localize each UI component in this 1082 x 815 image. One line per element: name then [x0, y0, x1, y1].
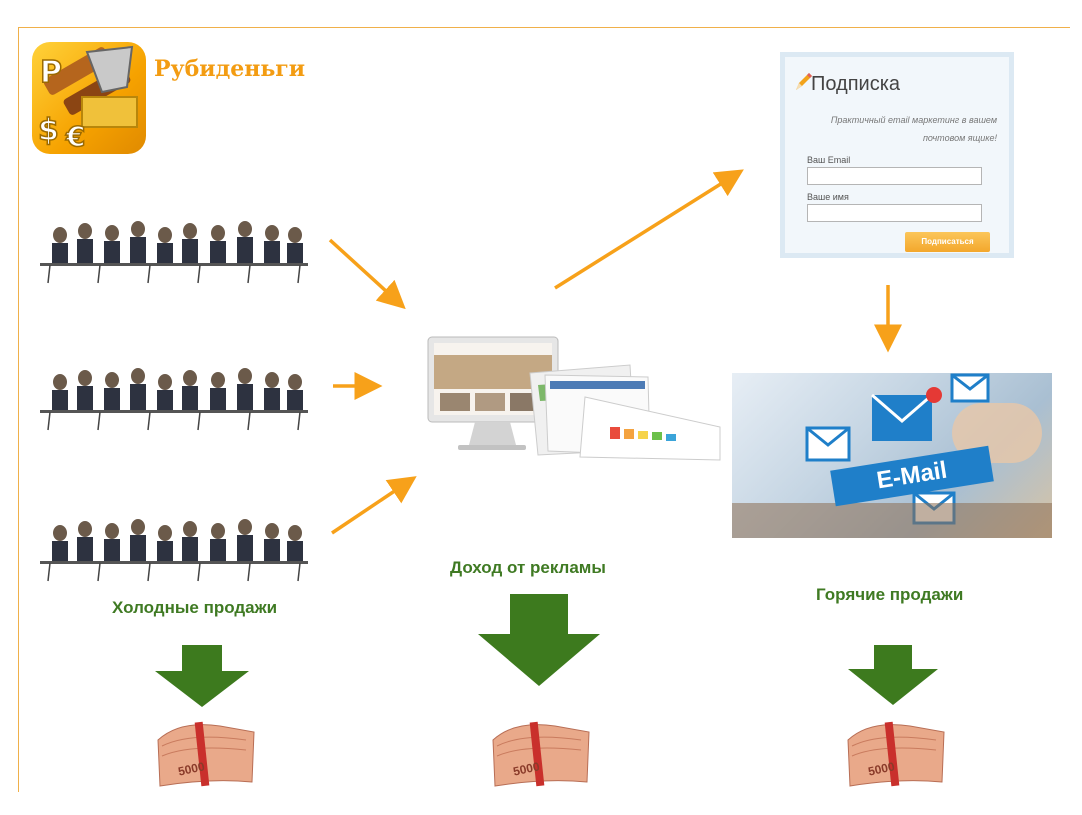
subscribe-form-card: Подписка Практичный email маркетинг в ва… — [780, 52, 1014, 258]
email-illustration: E-Mail — [732, 373, 1052, 538]
money-bundle-1: 5000 — [150, 712, 260, 792]
name-field-label: Ваше имя — [807, 192, 849, 202]
axe-money-icon: P $ € — [37, 45, 138, 154]
email-field[interactable] — [807, 167, 982, 185]
money-bundle-2: 5000 — [485, 712, 595, 792]
crowd-image-1 — [40, 221, 308, 284]
app-logo: P $ € — [32, 42, 146, 154]
crowd-image-2 — [40, 368, 308, 431]
subscribe-button[interactable]: Подписаться — [905, 232, 990, 252]
money-bundle-3: 5000 — [840, 712, 950, 792]
green-down-arrow-1 — [155, 645, 249, 707]
name-field[interactable] — [807, 204, 982, 222]
cash-stack-icon — [157, 721, 255, 787]
svg-text:€: € — [65, 120, 85, 153]
email-envelopes-icon — [732, 373, 1052, 538]
frame-left-border — [18, 27, 19, 792]
green-down-arrow-3 — [848, 645, 938, 705]
label-hot-sales: Горячие продажи — [816, 585, 964, 604]
label-ad-income: Доход от рекламы — [450, 558, 606, 577]
crowd-image-3 — [40, 519, 308, 582]
label-cold-sales: Холодные продажи — [112, 598, 278, 617]
email-field-label: Ваш Email — [807, 155, 851, 165]
subscribe-description-line-1: Практичный email маркетинг в вашем — [830, 115, 997, 125]
frame-top-border — [18, 27, 1070, 28]
cash-stack-icon — [492, 721, 590, 787]
cash-stack-icon — [847, 721, 945, 787]
green-down-arrow-2 — [478, 594, 600, 686]
arrow-crowd3-to-site — [331, 476, 417, 535]
pencil-icon — [796, 73, 812, 90]
arrow-site-to-subscribe — [554, 169, 744, 290]
subscribe-description: Практичный email маркетинг в вашем почто… — [795, 111, 997, 147]
arrow-crowd1-to-site — [328, 238, 406, 310]
svg-text:$: $ — [38, 113, 59, 148]
brand-name: Рубиденьги — [154, 56, 306, 82]
website-mockup-image — [427, 336, 721, 461]
svg-text:P: P — [40, 55, 62, 90]
subscribe-description-line-2: почтовом ящике! — [922, 133, 997, 143]
subscribe-title: Подписка — [811, 73, 901, 95]
